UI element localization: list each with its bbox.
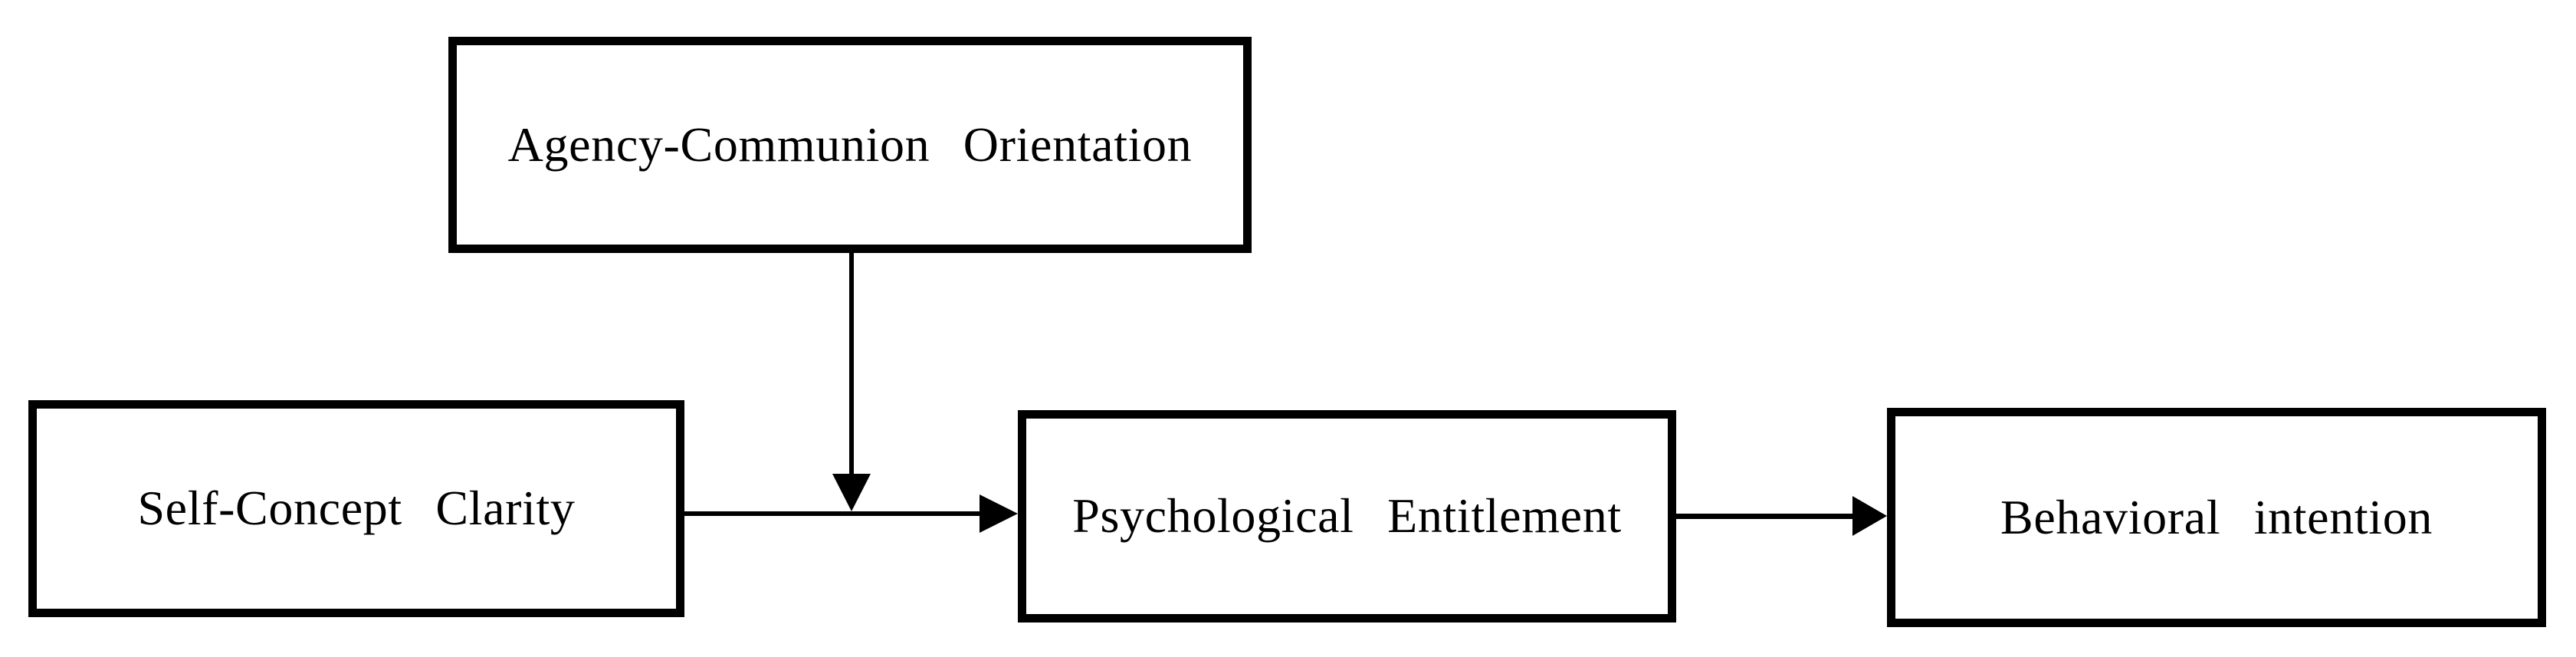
node-agency-communion-orientation: Agency-Communion Orientation	[448, 37, 1252, 253]
node-label-behavioral-intention: Behavioral intention	[2000, 489, 2433, 544]
edge-line-aco-moderation	[849, 253, 854, 477]
node-behavioral-intention: Behavioral intention	[1887, 408, 2546, 627]
node-label-agency-communion-orientation: Agency-Communion Orientation	[507, 117, 1193, 172]
node-psychological-entitlement: Psychological Entitlement	[1018, 410, 1676, 623]
node-self-concept-clarity: Self-Concept Clarity	[28, 400, 684, 617]
right-arrowhead-icon	[1852, 496, 1887, 536]
right-arrowhead-icon	[980, 494, 1018, 533]
node-label-self-concept-clarity: Self-Concept Clarity	[137, 481, 576, 536]
edge-line-scc-to-pe	[684, 511, 983, 516]
node-label-psychological-entitlement: Psychological Entitlement	[1072, 488, 1622, 544]
edge-line-pe-to-bi	[1676, 514, 1856, 519]
down-arrowhead-icon	[832, 474, 871, 511]
